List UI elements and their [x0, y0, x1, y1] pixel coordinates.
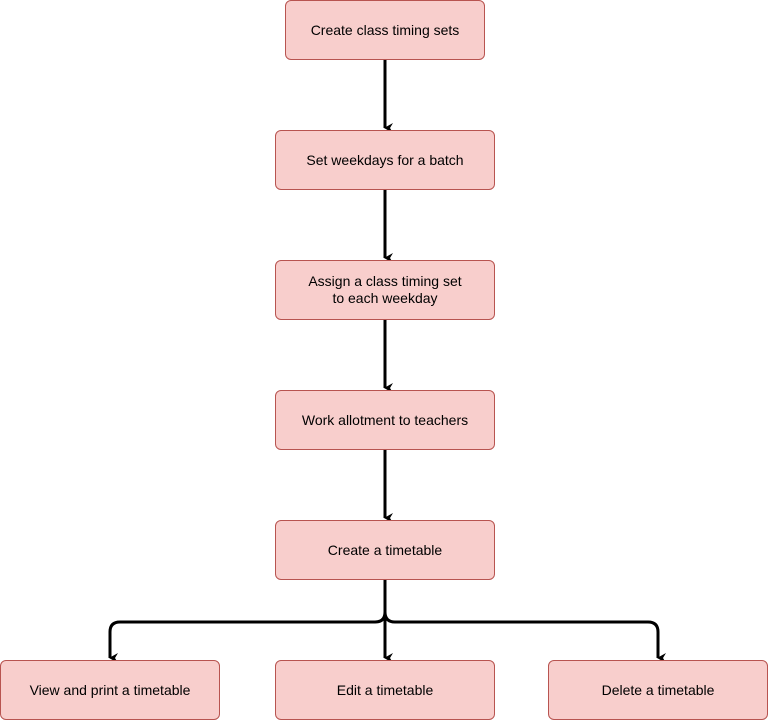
node-set-weekdays: Set weekdays for a batch	[275, 130, 495, 190]
node-create-class-timing-sets: Create class timing sets	[285, 0, 485, 60]
node-edit-timetable: Edit a timetable	[275, 660, 495, 720]
node-view-print-timetable: View and print a timetable	[0, 660, 220, 720]
node-work-allotment: Work allotment to teachers	[275, 390, 495, 450]
arrow-create-timetable-to-view	[108, 580, 387, 663]
node-delete-timetable: Delete a timetable	[548, 660, 768, 720]
node-create-timetable: Create a timetable	[275, 520, 495, 580]
node-assign-timing-set: Assign a class timing set to each weekda…	[275, 260, 495, 320]
arrow-create-timetable-to-delete	[383, 580, 666, 663]
